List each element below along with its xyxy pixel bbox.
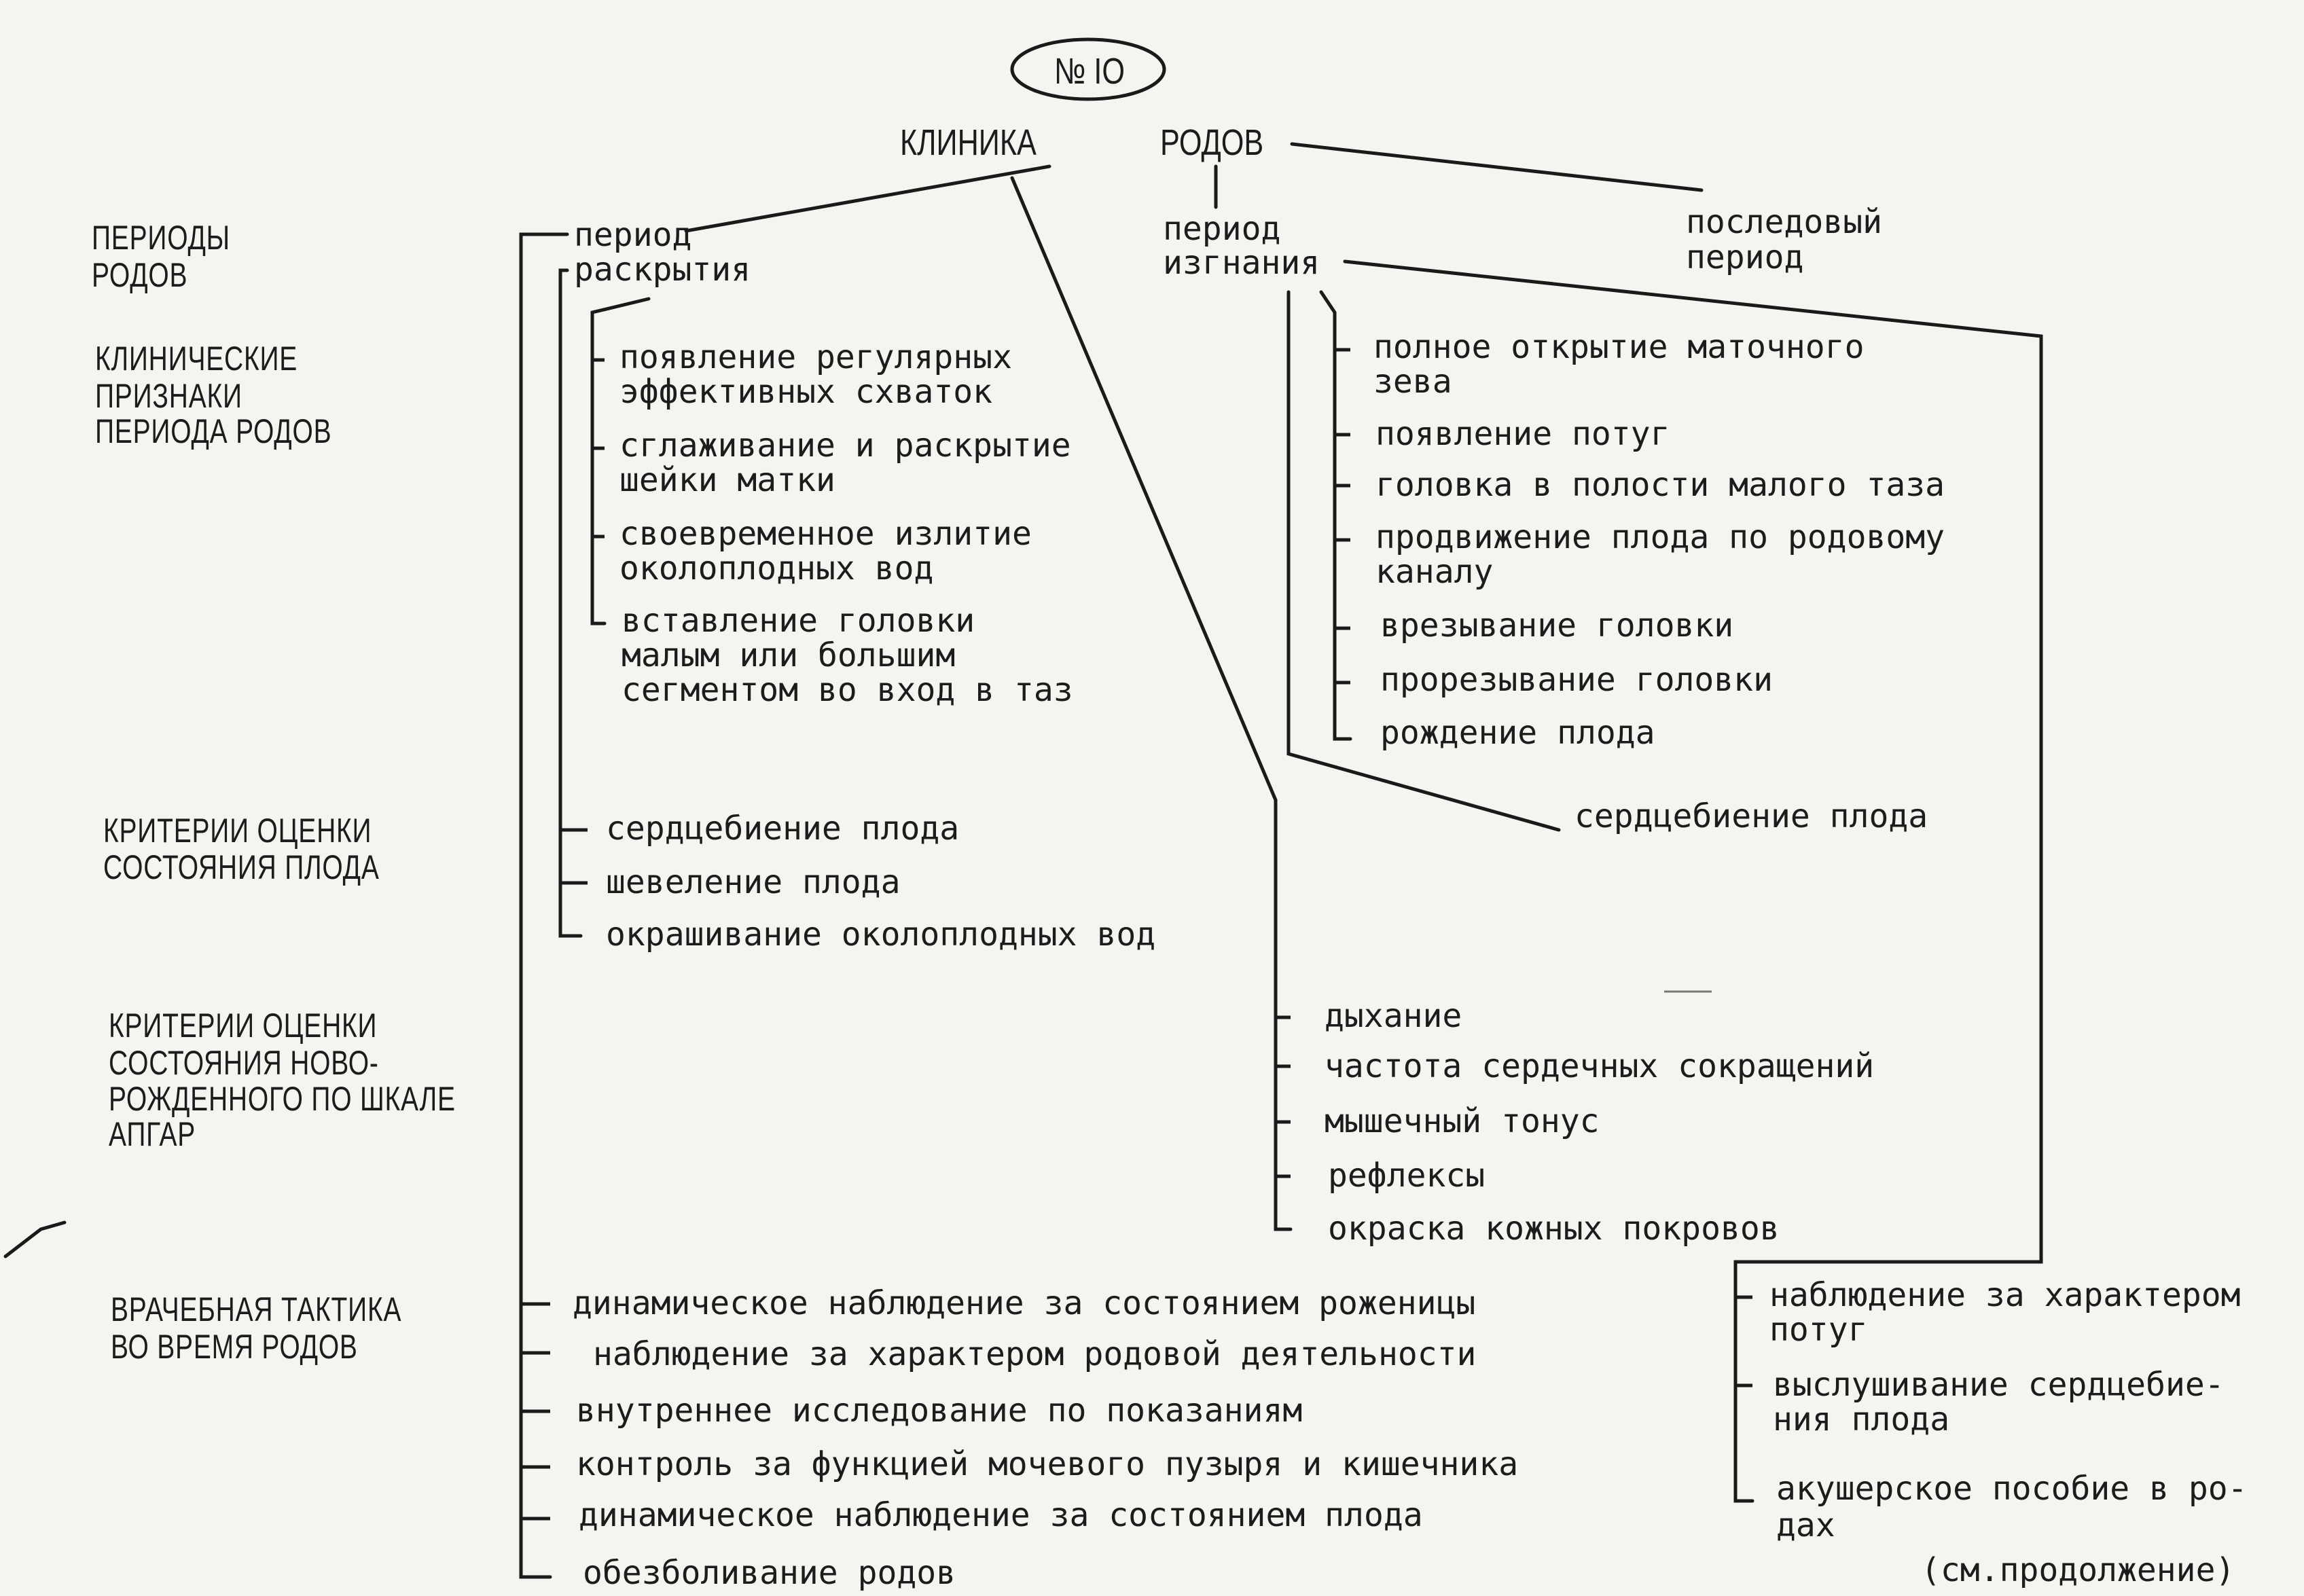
- opening-sign-4a: вставление головки: [622, 602, 975, 640]
- opening-fetus-bracket: [558, 268, 583, 938]
- period-expulsion-2: изгнания: [1163, 244, 1320, 282]
- continued-note: (см.продолжение): [1921, 1551, 2235, 1589]
- expulsion-sign-7: рождение плода: [1380, 714, 1655, 752]
- tactic-opening-5: динамическое наблюдение за состоянием пл…: [579, 1496, 1423, 1534]
- expulsion-sign-5: врезывание головки: [1380, 606, 1734, 645]
- row-header-newborn-3: РОЖДЕННОГО ПО ШКАЛЕ: [109, 1080, 456, 1118]
- row-header-tactics-1: ВРАЧЕБНАЯ ТАКТИКА: [111, 1290, 402, 1328]
- opening-sign-3b: околоплодных вод: [619, 549, 934, 587]
- expulsion-signs-bracket: [1319, 290, 1352, 741]
- opening-tactics-bracket: [519, 232, 569, 1579]
- row-header-newborn-4: АПГАР: [109, 1115, 196, 1153]
- row-header-tactics-2: ВО ВРЕМЯ РОДОВ: [111, 1328, 358, 1366]
- period-afterbirth-2: период: [1686, 238, 1804, 276]
- row-header-signs-1: КЛИНИЧЕСКИЕ: [95, 340, 298, 378]
- fetus-criterion-2: шевеление плода: [606, 863, 901, 901]
- opening-sign-2b: шейки матки: [619, 461, 835, 499]
- title-to-apgar-line: [1010, 176, 1278, 802]
- row-header-newborn-2: СОСТОЯНИЯ НОВО-: [109, 1044, 379, 1082]
- fetus-criterion-3: окрашивание околоплодных вод: [606, 915, 1156, 954]
- title-to-afterbirth-line: [1290, 142, 1704, 192]
- tactic-opening-2: наблюдение за характером родовой деятель…: [593, 1335, 1477, 1373]
- row-header-periods-2: РОДОВ: [92, 256, 188, 294]
- title-to-opening-line: [684, 164, 1051, 233]
- tactic-opening-3: внутреннее исследование по показаниям: [576, 1392, 1303, 1430]
- apgar-item-5: окраска кожных покровов: [1328, 1210, 1780, 1248]
- expulsion-sign-6: прорезывание головки: [1380, 661, 1773, 699]
- period-opening-2: раскрытия: [574, 251, 751, 289]
- scan-mark: [3, 1220, 67, 1258]
- row-header-signs-2: ПРИЗНАКИ: [95, 377, 242, 415]
- tactic-expulsion-2b: ния плода: [1773, 1400, 1950, 1438]
- row-header-fetus-2: СОСТОЯНИЯ ПЛОДА: [103, 848, 380, 886]
- row-header-periods-1: ПЕРИОДЫ: [92, 219, 230, 257]
- row-header-signs-3: ПЕРИОДА РОДОВ: [95, 412, 332, 450]
- opening-signs-bracket: [590, 297, 651, 625]
- apgar-bracket: [1274, 798, 1293, 1231]
- opening-sign-3a: своевременное излитие: [619, 515, 1032, 553]
- tactic-expulsion-3a: акушерское пособие в ро-: [1776, 1470, 2248, 1508]
- tactic-opening-1: динамическое наблюдение за состоянием ро…: [573, 1284, 1476, 1322]
- badge-oval: [1010, 37, 1166, 101]
- title-births: РОДОВ: [1160, 122, 1264, 163]
- tactic-opening-6: обезболивание родов: [583, 1554, 956, 1592]
- expulsion-tactics-connector: [1343, 259, 2043, 1503]
- tactic-expulsion-1b: потуг: [1769, 1311, 1868, 1349]
- row-header-fetus-1: КРИТЕРИИ ОЦЕНКИ: [103, 812, 372, 850]
- opening-sign-1a: появление регулярных: [619, 338, 1012, 376]
- tactic-expulsion-2a: выслушивание сердцебие-: [1773, 1366, 2225, 1404]
- expulsion-fetus-heartbeat: сердцебиение плода: [1574, 797, 1928, 835]
- period-expulsion-1: период: [1163, 210, 1281, 248]
- expulsion-sign-4a: продвижение плода по родовому: [1375, 518, 1945, 556]
- tactic-expulsion-3b: дах: [1776, 1506, 1835, 1544]
- apgar-item-2: частота сердечных сокращений: [1325, 1047, 1875, 1085]
- opening-sign-1b: эффективных схваток: [619, 373, 993, 411]
- apgar-item-4: рефлексы: [1328, 1157, 1486, 1195]
- apgar-item-3: мышечный тонус: [1325, 1102, 1600, 1140]
- expulsion-sign-3: головка в полости малого таза: [1375, 466, 1945, 504]
- title-clinic: КЛИНИКА: [900, 122, 1037, 163]
- page-number-badge: № IO: [1054, 51, 1125, 92]
- opening-sign-2a: сглаживание и раскрытие: [619, 427, 1071, 465]
- fetus-criterion-1: сердцебиение плода: [606, 810, 960, 848]
- row-header-newborn-1: КРИТЕРИИ ОЦЕНКИ: [109, 1006, 378, 1045]
- tactic-opening-4: контроль за функцией мочевого пузыря и к…: [576, 1445, 1519, 1483]
- expulsion-sign-1b: зева: [1373, 363, 1452, 401]
- period-afterbirth-1: последовый: [1686, 203, 1882, 241]
- apgar-item-1: дыхание: [1325, 997, 1462, 1035]
- opening-sign-4c: сегментом во вход в таз: [622, 671, 1073, 709]
- expulsion-fetus-bracket: [1286, 290, 1561, 832]
- period-opening-1: период: [574, 216, 692, 254]
- expulsion-sign-4b: каналу: [1375, 553, 1494, 591]
- expulsion-sign-2: появление потуг: [1375, 415, 1670, 453]
- opening-sign-4b: малым или большим: [622, 636, 956, 674]
- tactic-expulsion-1a: наблюдение за характером: [1769, 1276, 2241, 1314]
- expulsion-sign-1a: полное открытие маточного: [1373, 328, 1865, 366]
